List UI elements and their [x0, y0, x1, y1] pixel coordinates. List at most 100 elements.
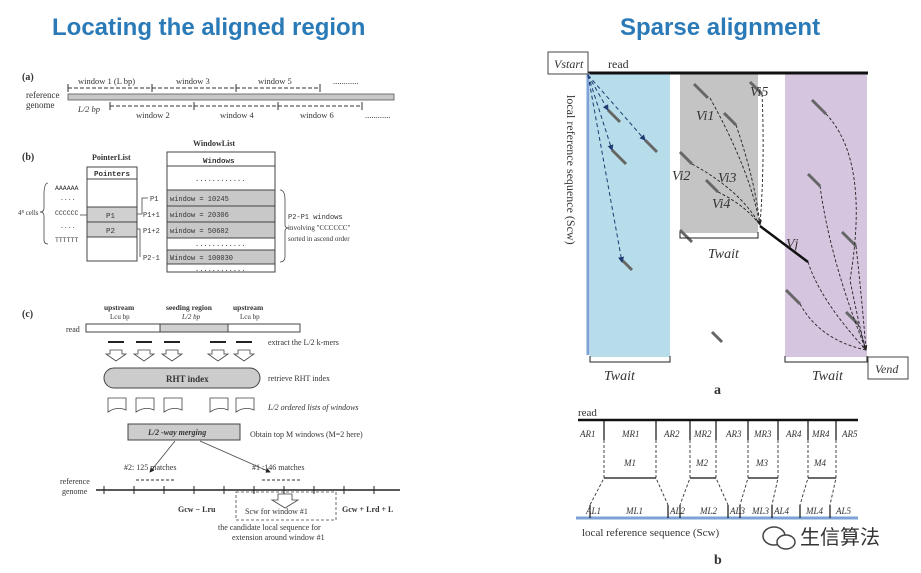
- desc-1: P2-P1 windows: [288, 214, 343, 222]
- al-labels: AL1 AL2 AL3 AL4 AL5: [585, 506, 852, 516]
- b-read-ticks: [603, 420, 837, 440]
- read-label-b: read: [578, 407, 597, 419]
- window-5-label: window 5: [258, 76, 292, 86]
- row-label-p2m1: P2-1: [143, 255, 160, 263]
- vj-edge: [759, 225, 809, 263]
- twait-label-1: Twait: [604, 369, 636, 384]
- read-label-a: read: [608, 57, 629, 71]
- panel-b-label: (b): [22, 152, 34, 163]
- caption-b: b: [714, 553, 722, 568]
- c-ref-ticks: [103, 486, 375, 494]
- pointer-arrows: [137, 197, 148, 257]
- cells-label: 4⁸ cells: [18, 209, 39, 217]
- twait-band-gray: [680, 73, 758, 233]
- window-top-dots: ............: [333, 76, 359, 86]
- upstream-left: upstream: [104, 303, 135, 312]
- al1: AL1: [585, 506, 601, 516]
- window-row-2: window = 20306: [170, 212, 229, 220]
- pointer-list-title: PointerList: [92, 153, 131, 162]
- mr4: MR4: [811, 429, 830, 439]
- desc-2: involving "CCCCCC": [288, 224, 350, 232]
- mr3: MR3: [753, 429, 772, 439]
- window-row-3: window = 50602: [170, 228, 229, 236]
- vstart-label: Vstart: [554, 57, 584, 71]
- start-arrows: [587, 74, 646, 263]
- kmer-dots-1: ....: [60, 195, 76, 202]
- ar-labels: AR1 AR2 AR3 AR4 AR5: [579, 429, 858, 439]
- ml3: ML3: [751, 506, 770, 516]
- vertex-vi3: Vi3: [718, 171, 736, 186]
- al4: AL4: [773, 506, 790, 516]
- vend-label: Vend: [875, 362, 899, 376]
- kmer-c: CCCCCC: [55, 210, 79, 217]
- rht-index-label: RHT index: [166, 374, 209, 384]
- twait-label-3: Twait: [812, 369, 844, 384]
- al3: AL3: [729, 506, 746, 516]
- l2-label: L/2 bp: [181, 313, 201, 321]
- y-axis-label: local reference sequence (Scw): [564, 95, 578, 245]
- seeding-label: seeding region: [166, 303, 213, 312]
- windows-header: Windows: [203, 158, 235, 166]
- pointers-header: Pointers: [94, 171, 131, 179]
- al2: AL2: [669, 506, 686, 516]
- ar3: AR3: [725, 429, 742, 439]
- ml2: ML2: [699, 506, 718, 516]
- window-6-label: window 6: [300, 110, 334, 120]
- pointer-p2: P2: [106, 228, 115, 236]
- window-list-title: WindowList: [193, 139, 235, 148]
- b-ref-ticks: [589, 505, 831, 518]
- window-3-label: window 3: [176, 76, 210, 86]
- ar1: AR1: [579, 429, 596, 439]
- window-2-label: window 2: [136, 110, 170, 120]
- m-labels: M1 M2 M3 M4: [623, 458, 826, 468]
- panel-c-label: (c): [22, 309, 33, 320]
- wechat-icon: [762, 526, 796, 550]
- window-row-1: window = 10245: [170, 196, 229, 204]
- ref-genome-bar: [67, 93, 395, 101]
- row-label-p1: P1: [150, 196, 158, 204]
- windows-bottom-ticks: [109, 102, 363, 110]
- ar4: AR4: [785, 429, 802, 439]
- twait-brackets: [589, 232, 868, 363]
- half-window-label: L/2 bp: [77, 104, 100, 114]
- vertex-vi5: Vi5: [750, 85, 768, 100]
- merging-box: [127, 423, 241, 441]
- ml-labels: ML1 ML2 ML3 ML4: [625, 506, 824, 516]
- cand-1: the candidate local sequence for: [218, 523, 321, 532]
- kmer-t: TTTTTT: [55, 237, 79, 244]
- step-4: Obtain top M windows (M=2 here): [250, 430, 363, 439]
- ar5: AR5: [841, 429, 858, 439]
- vend-box: [867, 356, 909, 380]
- kmer-a: AAAAAA: [55, 185, 79, 192]
- g-left: Gcw − Lru: [178, 505, 216, 514]
- vertex-vi2: Vi2: [672, 169, 690, 184]
- pointer-p1: P1: [106, 213, 116, 221]
- panel-a-ref-2: genome: [26, 100, 55, 110]
- window-bottom-dots: ............: [365, 110, 391, 120]
- lcu-right: Lcu bp: [240, 313, 260, 321]
- ar2: AR2: [663, 429, 680, 439]
- step-1: extract the L/2 k-mers: [268, 338, 339, 347]
- panel-a-ref-1: reference: [26, 90, 59, 100]
- ml4: ML4: [805, 506, 824, 516]
- twait-label-2: Twait: [708, 247, 740, 262]
- twait-band-purple: [785, 73, 867, 357]
- m3: M3: [755, 458, 768, 468]
- desc-3: sorted in ascend order: [288, 235, 350, 243]
- ml1: ML1: [625, 506, 643, 516]
- gray-paths: [691, 93, 764, 226]
- scw-label: Scw for window #1: [245, 507, 308, 516]
- twait-band-blue: [590, 73, 670, 357]
- windows-top-ticks: [67, 84, 321, 92]
- row-label-p1p1: P1+1: [143, 212, 160, 220]
- lcu-left: Lcu bp: [110, 313, 130, 321]
- ref-label-b: local reference sequence (Scw): [582, 527, 719, 539]
- wl-dots-mid: ............: [195, 241, 245, 249]
- window-row-4: Window = 100030: [170, 255, 233, 263]
- upstream-right: upstream: [233, 303, 264, 312]
- wl-dots-top: ............: [195, 176, 245, 184]
- seeding-region: [159, 323, 229, 333]
- g-right: Gcw + Lrd + L: [342, 505, 393, 514]
- vertex-vj: Vj: [786, 237, 799, 252]
